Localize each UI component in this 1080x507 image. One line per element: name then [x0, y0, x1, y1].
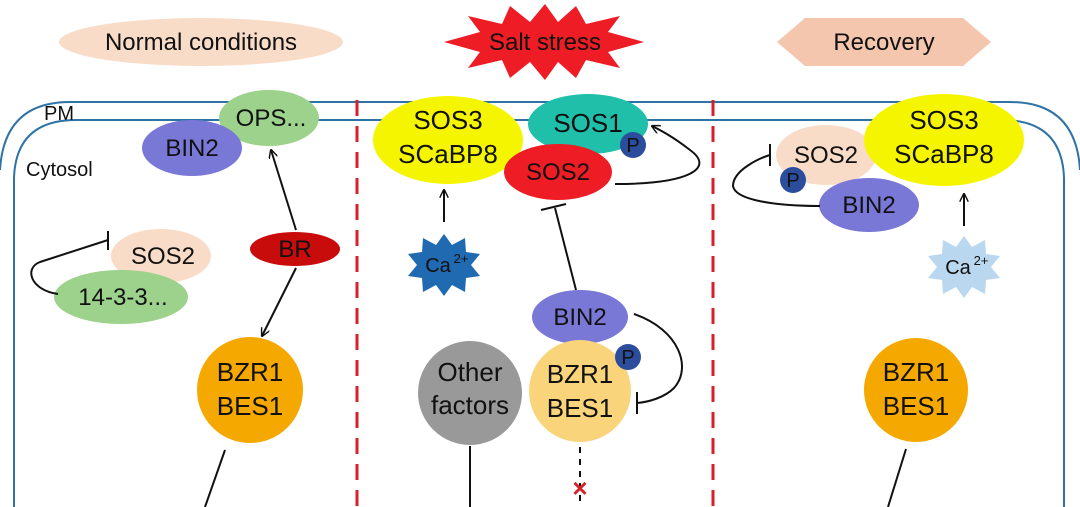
header-normal-label: Normal conditions [105, 29, 297, 56]
header-salt-stress: Salt stress [444, 4, 644, 80]
sos2-label: SOS2 [131, 243, 195, 270]
bzr1-label: BZR1 [547, 359, 613, 389]
bin2-label: BIN2 [553, 304, 606, 331]
bin2-node [819, 178, 919, 232]
bin2-label: BIN2 [165, 135, 218, 162]
phospho-sos1-icon [620, 132, 646, 158]
sos3-label: SOS3 [909, 105, 978, 135]
pm-label: PM [44, 103, 74, 125]
sos1-label: SOS1 [553, 108, 622, 138]
ops-node [219, 90, 319, 146]
bin2-inhibits-bzr1 [633, 313, 683, 404]
cytosol-label: Cytosol [26, 159, 93, 181]
sos1-node [528, 94, 648, 154]
normal-panel: OPS... BIN2 BR SOS2 14-3-3... BZR1 BES1 [30, 90, 340, 507]
salt-burst-icon [444, 4, 644, 80]
recovery-panel: SOS2 SOS3 SCaBP8 P BIN2 Ca 2+ BZR1 BES1 [731, 94, 1024, 507]
sos3-scabp8-node [373, 96, 523, 184]
ops-label: OPS... [236, 105, 307, 132]
bzr1-label: BZR1 [883, 357, 949, 387]
bin2-node [532, 290, 628, 344]
phospho-sos2-label: P [786, 170, 799, 192]
bes1-label: BES1 [547, 393, 614, 423]
header-salt-label: Salt stress [489, 29, 601, 56]
sos2-to-sos1-arrow [614, 126, 701, 185]
header-recovery: Recovery [777, 18, 991, 66]
sos3-scabp8-node [864, 94, 1024, 186]
ca-label: Ca [945, 257, 971, 279]
protein-1433-label: 14-3-3... [78, 284, 167, 311]
other-factors-node [418, 341, 522, 445]
bin2-inhibits-sos2 [554, 207, 577, 291]
protein-1433-node [54, 270, 188, 324]
sos2-label: SOS2 [794, 142, 858, 169]
1433-inhibits-sos2 [30, 239, 109, 295]
other-label: Other [437, 357, 502, 387]
recovery-hexagon-icon [777, 18, 991, 66]
header-recovery-label: Recovery [833, 29, 934, 56]
ca-star-icon [408, 234, 480, 296]
phospho-bzr1-icon [615, 344, 641, 370]
bzr1-downstream-line [887, 448, 907, 507]
phospho-bzr1-label: P [621, 347, 634, 369]
bzr1-bes1-node [197, 337, 303, 443]
blocked-x-icon: × [572, 473, 587, 503]
salt-panel: SOS3 SCaBP8 SOS1 SOS2 P Ca 2+ BIN2 Other… [373, 94, 701, 507]
br-to-bzr1-arrow [262, 267, 297, 336]
bzr1-bes1-node [864, 338, 968, 442]
br-to-ops-arrow [271, 150, 297, 231]
sos3-label: SOS3 [413, 105, 482, 135]
ca-label: Ca [425, 255, 451, 277]
bin2-inhibits-sos2 [731, 154, 821, 207]
phospho-sos2-icon [780, 167, 806, 193]
ca-superscript: 2+ [454, 251, 469, 266]
bes1-label: BES1 [883, 391, 950, 421]
bin2-label: BIN2 [842, 192, 895, 219]
sos2-label: SOS2 [526, 159, 590, 186]
bzr1-label: BZR1 [217, 357, 283, 387]
sos2-node [504, 144, 612, 200]
bzr1-downstream-line [204, 449, 226, 507]
phospho-sos1-label: P [626, 135, 639, 157]
bes1-label: BES1 [217, 391, 284, 421]
bzr1-bes1-node [529, 340, 631, 442]
ca-superscript: 2+ [974, 253, 989, 268]
bin2-node [142, 120, 242, 176]
factors-label: factors [431, 390, 509, 420]
br-node [250, 232, 340, 266]
br-label: BR [278, 236, 311, 263]
ca-star-icon [928, 236, 1000, 298]
scabp8-label: SCaBP8 [894, 139, 994, 169]
header-normal: Normal conditions [59, 18, 343, 66]
sos2-node [111, 229, 211, 283]
scabp8-label: SCaBP8 [398, 139, 498, 169]
